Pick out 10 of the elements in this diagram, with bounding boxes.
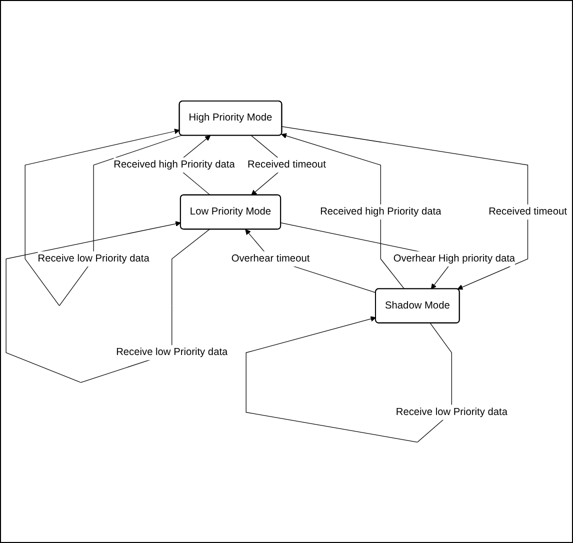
edge-label: Received timeout <box>248 159 326 170</box>
edge-label: Received timeout <box>488 206 567 217</box>
edge-label: Received high Priority data <box>114 159 235 170</box>
edge-label: Overhear timeout <box>231 253 310 264</box>
edge-label: Received high Priority data <box>320 206 442 217</box>
edge-label: Receive low Priority data <box>396 406 508 418</box>
edge-label: Receive low Priority data <box>38 253 150 264</box>
arrow <box>281 133 405 290</box>
edge-label: Overhear High priority data <box>393 253 516 264</box>
edge-label: Receive low Priority data <box>116 346 228 358</box>
